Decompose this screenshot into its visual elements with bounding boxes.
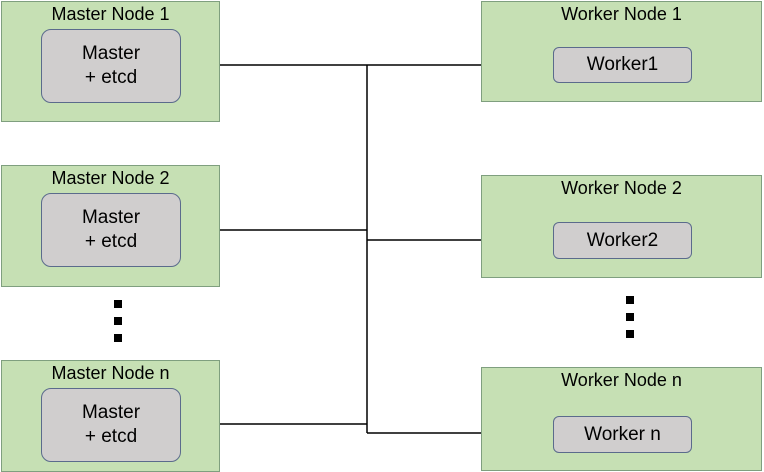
worker-node-n: Worker Node n Worker n (481, 367, 762, 471)
worker-ellipsis (626, 296, 634, 347)
master-etcd-box: Master + etcd (41, 193, 181, 267)
master-node-2: Master Node 2 Master + etcd (1, 165, 220, 287)
master-node-title: Master Node 1 (51, 4, 170, 24)
worker-label: Worker2 (586, 229, 659, 251)
master-label: Master (81, 43, 141, 64)
worker-box: Worker2 (553, 222, 692, 259)
worker-box: Worker n (553, 416, 692, 453)
worker-label: Worker n (584, 423, 661, 445)
master-node-n: Master Node n Master + etcd (1, 360, 220, 472)
worker-node-2: Worker Node 2 Worker2 (481, 175, 762, 278)
worker-node-title: Worker Node n (561, 370, 682, 390)
master-node-title: Master Node 2 (51, 168, 170, 188)
master-ellipsis (114, 300, 122, 351)
etcd-label: + etcd (84, 426, 138, 447)
master-label: Master (81, 402, 141, 423)
master-label: Master (81, 207, 141, 228)
etcd-label: + etcd (84, 231, 138, 252)
worker-box: Worker1 (553, 47, 692, 83)
master-etcd-box: Master + etcd (41, 388, 181, 462)
worker-node-title: Worker Node 1 (561, 4, 682, 24)
master-node-1: Master Node 1 Master + etcd (1, 1, 220, 122)
worker-label: Worker1 (586, 54, 659, 75)
master-node-title: Master Node n (51, 363, 170, 383)
master-etcd-box: Master + etcd (41, 29, 181, 103)
etcd-label: + etcd (84, 67, 138, 88)
worker-node-1: Worker Node 1 Worker1 (481, 1, 762, 102)
worker-node-title: Worker Node 2 (561, 178, 682, 198)
